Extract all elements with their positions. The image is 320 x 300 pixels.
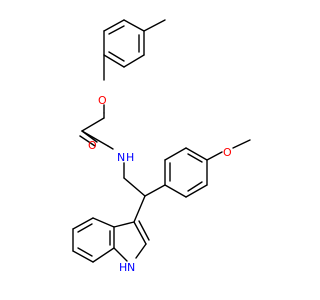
- bond: [92, 217, 115, 228]
- ether-oxygen-label: O: [98, 94, 107, 107]
- bond: [113, 247, 128, 262]
- bond: [144, 184, 166, 197]
- double-bond: [187, 181, 203, 192]
- indole-ring: [72, 217, 150, 263]
- carbonyl-oxygen-label: O: [88, 139, 97, 152]
- methoxy-methyl-bond: [232, 139, 251, 149]
- bond: [123, 177, 146, 197]
- tolyl-ring: [103, 19, 145, 68]
- bond: [185, 147, 208, 161]
- double-bond: [138, 220, 150, 241]
- amide-n-label: N: [117, 151, 125, 164]
- double-bond: [108, 51, 125, 62]
- double-bond: [187, 153, 203, 163]
- indole-n-label: N: [127, 261, 135, 274]
- double-bond: [77, 223, 93, 233]
- bond: [135, 243, 147, 259]
- bond: [113, 221, 135, 228]
- methyl-bond: [143, 19, 166, 32]
- bond: [92, 247, 115, 263]
- bond: [164, 184, 187, 198]
- double-bond: [77, 247, 93, 257]
- bond: [164, 147, 187, 161]
- double-bond: [79, 135, 96, 147]
- bond: [123, 54, 145, 68]
- bond: [107, 145, 114, 150]
- methoxy-oxygen-label: O: [223, 146, 232, 159]
- double-bond: [108, 25, 125, 35]
- amide-h-label: H: [126, 151, 134, 164]
- bond: [123, 19, 145, 32]
- bond: [103, 19, 125, 32]
- molecule-structure: O O N H O: [72, 19, 251, 274]
- structure-canvas: O O N H O: [72, 19, 251, 274]
- bond: [185, 184, 208, 198]
- bond: [103, 54, 125, 68]
- bond: [133, 221, 147, 245]
- indole-h-label: H: [119, 261, 127, 274]
- bond: [72, 250, 94, 263]
- bond: [133, 195, 146, 223]
- bond: [72, 217, 94, 230]
- methoxyphenyl-ring: [164, 147, 208, 198]
- bond: [81, 130, 109, 147]
- bond: [206, 151, 223, 161]
- bond: [81, 117, 105, 132]
